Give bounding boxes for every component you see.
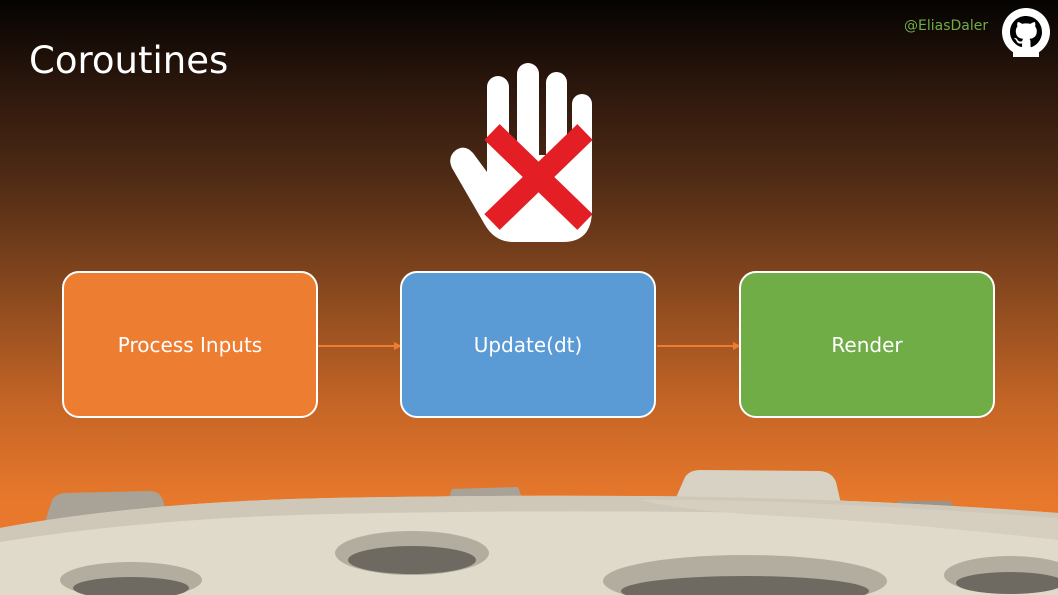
moon-surface-illustration [0,470,1058,595]
step-label: Process Inputs [117,332,263,357]
step-label: Render [831,332,903,357]
github-icon[interactable] [1001,7,1051,57]
stop-hand-icon [450,63,593,242]
update-step: Update(dt) [400,271,656,418]
render-step: Render [739,271,995,418]
flow-arrow [318,342,402,350]
slide-title: Coroutines [29,39,229,82]
process-inputs-step: Process Inputs [62,271,318,418]
author-handle: @EliasDaler [904,18,989,34]
red-cross-icon [484,124,593,230]
step-label: Update(dt) [473,332,583,357]
flow-arrow [657,342,741,350]
